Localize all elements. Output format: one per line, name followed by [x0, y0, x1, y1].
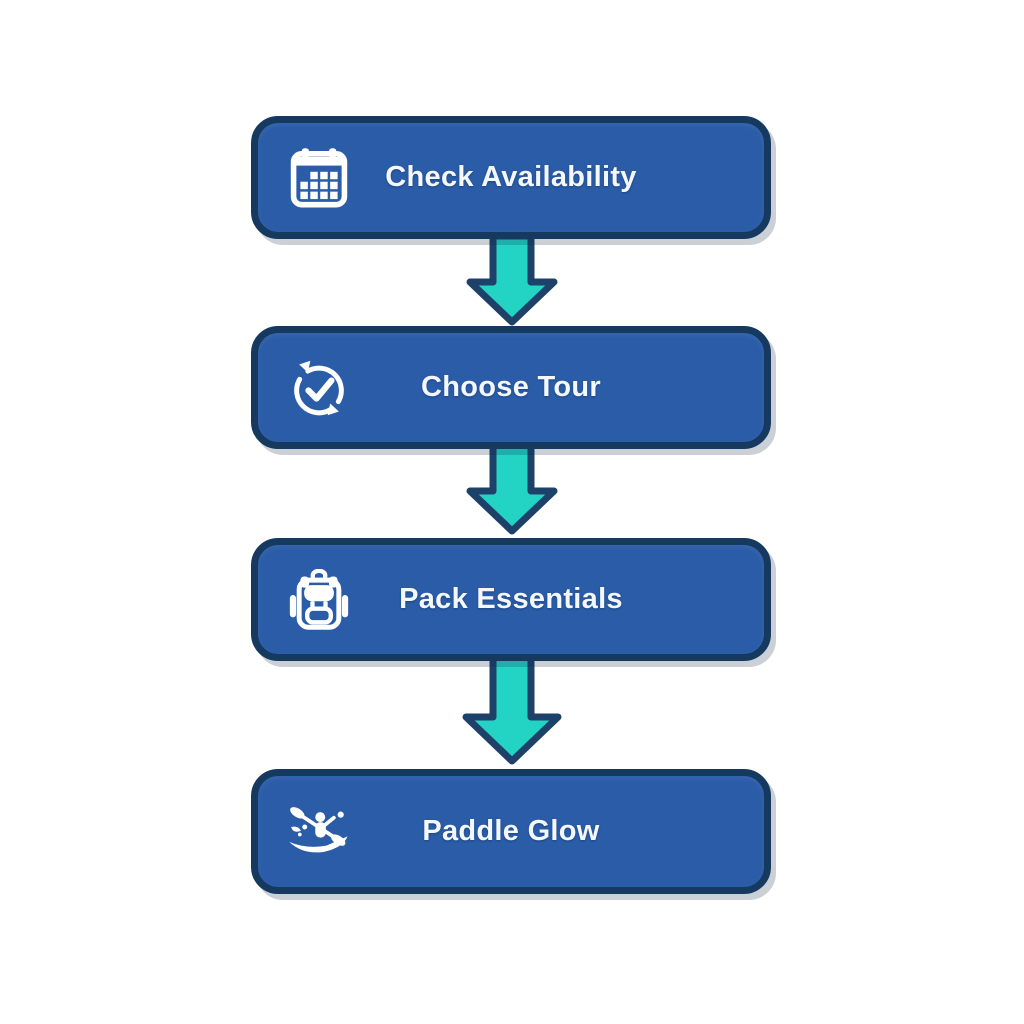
step-label: Pack Essentials [399, 583, 623, 615]
step-pack-essentials: Pack Essentials [251, 538, 771, 661]
step-label: Choose Tour [421, 371, 601, 403]
step-label: Paddle Glow [422, 815, 600, 847]
arrow-down-connector [460, 655, 564, 765]
kayak-icon [288, 801, 350, 863]
step-check-availability: Check Availability [251, 116, 771, 239]
calendar-icon [288, 147, 350, 209]
backpack-icon [288, 568, 350, 631]
step-label: Check Availability [385, 161, 637, 193]
step-paddle-glow: Paddle Glow [251, 769, 771, 894]
arrow-down-connector [464, 443, 560, 535]
arrow-down-connector [464, 234, 560, 326]
step-choose-tour: Choose Tour [251, 326, 771, 449]
sync-check-icon [288, 357, 350, 419]
